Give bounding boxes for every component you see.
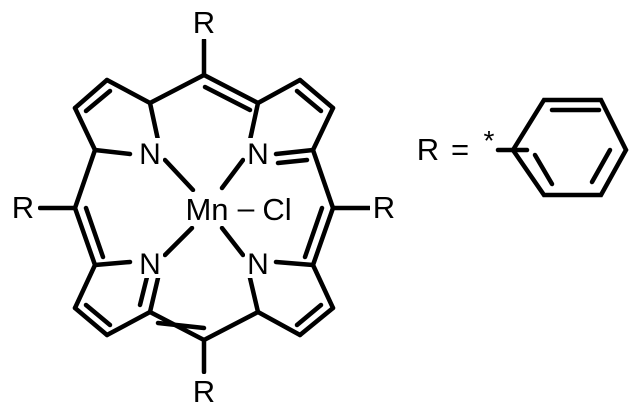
phenyl-ring — [495, 97, 629, 198]
ligand-label: Cl — [262, 192, 291, 227]
attachment-point-marker: * — [484, 125, 495, 156]
nitrogen-top-left-label: N — [139, 138, 161, 171]
porphyrin-bonds — [37, 37, 373, 375]
substituent-bottom-label: R — [193, 374, 215, 409]
nitrogen-bottom-left-label: N — [139, 248, 161, 281]
metal-ligand-bond: – — [238, 192, 255, 225]
metal-label: Mn — [185, 192, 228, 227]
nitrogen-top-right-label: N — [247, 138, 269, 171]
substituent-right-label: R — [373, 190, 395, 225]
definition-equals-sign: = — [451, 132, 469, 167]
atom-labels: R R R R N N N N Mn – Cl R = * — [8, 5, 495, 409]
substituent-top-label: R — [193, 5, 215, 40]
nitrogen-bottom-right-label: N — [247, 248, 269, 281]
substituent-left-label: R — [12, 190, 34, 225]
definition-r-label: R — [417, 132, 439, 167]
